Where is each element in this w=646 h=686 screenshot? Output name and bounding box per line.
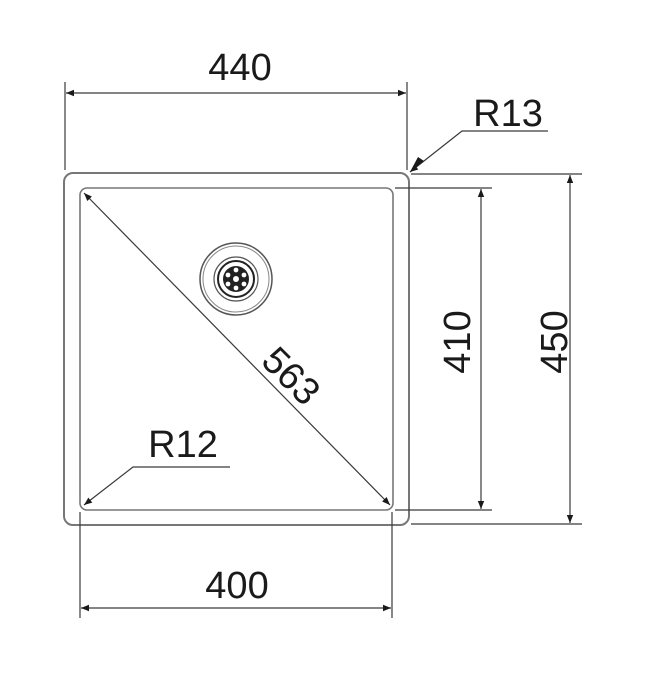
label-563: 563 — [253, 339, 328, 414]
label-410: 410 — [437, 310, 479, 373]
label-450: 450 — [534, 310, 576, 373]
label-r12: R12 — [148, 424, 218, 466]
label-400: 400 — [205, 565, 268, 607]
label-440: 440 — [208, 47, 271, 89]
label-r13: R13 — [473, 93, 543, 135]
sink-outer-outline — [63, 172, 410, 526]
leader-r12 — [83, 466, 230, 506]
drain-icon — [199, 242, 273, 316]
sink-inner-outline — [79, 187, 394, 511]
dim-line-563 — [83, 192, 391, 506]
leader-r13 — [409, 130, 548, 173]
